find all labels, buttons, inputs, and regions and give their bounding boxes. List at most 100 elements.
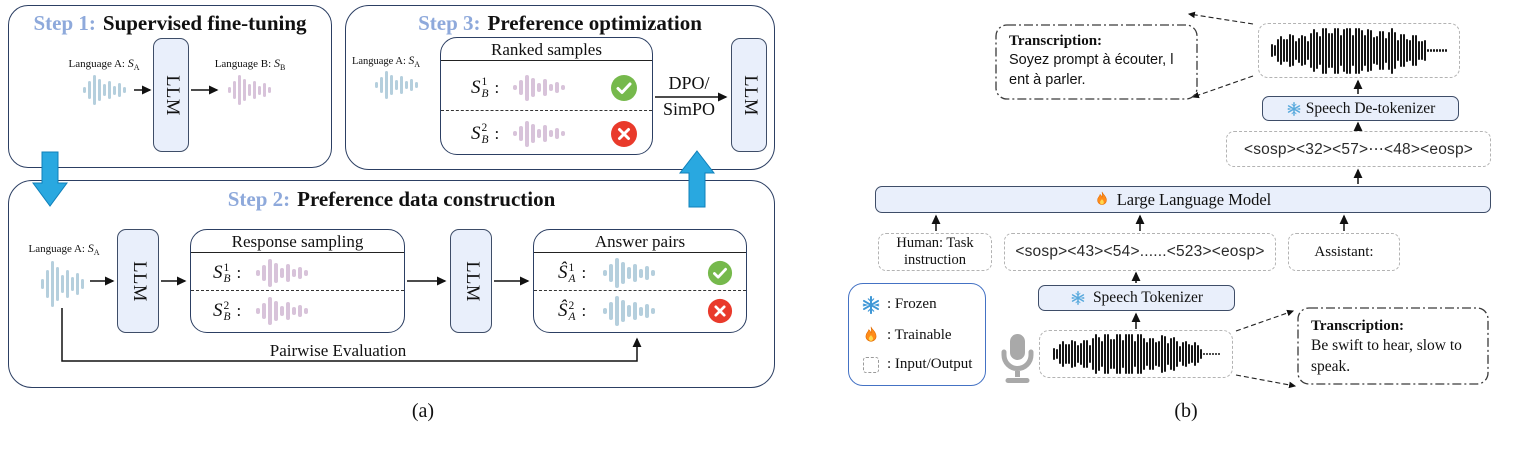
step1-llm-box: LLM <box>153 38 189 152</box>
legend-input-output: : Input/Output <box>859 356 985 373</box>
snowflake-icon <box>1070 291 1086 305</box>
waveform-icon <box>507 74 571 101</box>
step2-title-text: Preference data construction <box>297 187 556 211</box>
waveform-icon <box>221 75 277 105</box>
output-transcription-box: Transcription: Soyez prompt à écouter, l… <box>996 25 1197 99</box>
large-language-model-box: Large Language Model <box>875 186 1491 213</box>
transcription-title: Transcription: <box>1009 33 1103 49</box>
waveform-icon <box>594 296 664 326</box>
method-simpo-label: SimPO <box>662 99 716 119</box>
dashed-box-icon <box>859 356 883 373</box>
waveform-icon <box>249 259 315 287</box>
output-tokens-box: <sosp><32><57>⋯<48><eosp> <box>1226 131 1491 167</box>
speech-tokenizer-label: Speech Tokenizer <box>1092 289 1204 306</box>
output-tokens-text: <sosp><32><57>⋯<48><eosp> <box>1243 140 1474 158</box>
snowflake-icon <box>1286 101 1302 116</box>
pairwise-evaluation-label: Pairwise Evaluation <box>269 341 407 360</box>
step2-llm2-box: LLM <box>450 229 492 333</box>
ranked-samples-title: Ranked samples <box>441 38 652 61</box>
step2-label: Step 2: <box>227 187 291 211</box>
assistant-box: Assistant: <box>1288 233 1400 271</box>
method-dpo-label: DPO/ <box>668 73 710 93</box>
cross-icon <box>610 120 638 148</box>
speech-tokenizer-box: Speech Tokenizer <box>1038 285 1235 311</box>
step2-llm1-box: LLM <box>117 229 159 333</box>
flame-icon <box>1095 191 1110 208</box>
human-instruction-line2: instruction <box>903 252 966 268</box>
transcription-text-line1: Soyez prompt à écouter, l <box>1009 52 1174 69</box>
step3-title-text: Preference optimization <box>487 11 702 35</box>
llm-label: LLM <box>128 260 149 302</box>
llm-label: LLM <box>739 74 760 116</box>
row-divider <box>191 290 404 291</box>
waveform-icon <box>370 71 422 99</box>
step3-title: Step 3:Preference optimization <box>346 11 774 36</box>
waveform-icon <box>36 261 88 307</box>
output-speech-box <box>1258 23 1460 78</box>
step1-output-label: Language B: SB <box>214 56 286 73</box>
waveform-icon <box>594 258 664 288</box>
callout-line-output-top <box>1187 11 1254 25</box>
flame-icon <box>859 326 883 345</box>
speech-detokenizer-box: Speech De-tokenizer <box>1262 96 1459 121</box>
callout-line-input-top <box>1235 309 1295 332</box>
caption-b: (b) <box>1174 400 1198 422</box>
row-divider <box>441 110 652 111</box>
callout-line-input-bottom <box>1235 374 1297 389</box>
input-speech-box <box>1039 330 1233 378</box>
input-transcription-box: Transcription: Be swift to hear, slow to… <box>1298 308 1488 384</box>
transcription-text-line2: speak. <box>1311 358 1351 376</box>
row-divider <box>534 290 746 291</box>
microphone-icon <box>997 333 1037 383</box>
step1-input-label: Language A: SA <box>68 56 140 73</box>
callout-line-output-bottom <box>1191 75 1254 99</box>
waveform-icon <box>249 297 315 325</box>
waveform-icon <box>507 120 571 147</box>
caption-a: (a) <box>411 400 435 422</box>
snowflake-icon <box>859 295 883 314</box>
step2-title: Step 2:Preference data construction <box>9 187 774 212</box>
step1-title: Step 1:Supervised fine-tuning <box>9 11 331 36</box>
large-language-model-label: Large Language Model <box>1116 189 1272 209</box>
legend-trainable: : Trainable <box>859 326 985 345</box>
input-tokens-text: <sosp><43><54>......<523><eosp> <box>1015 243 1265 260</box>
transcription-text-line2: ent à parler. <box>1009 71 1086 88</box>
step1-title-text: Supervised fine-tuning <box>102 11 307 35</box>
step1-label: Step 1: <box>33 11 96 35</box>
transcription-title: Transcription: <box>1311 318 1405 334</box>
legend-box: : Frozen : Trainable : Input/Output <box>848 283 986 386</box>
step3-label: Step 3: <box>418 11 481 35</box>
cross-icon <box>707 298 733 324</box>
check-icon <box>707 260 733 286</box>
response-sampling-title: Response sampling <box>191 230 404 253</box>
speech-detokenizer-label: Speech De-tokenizer <box>1305 99 1436 117</box>
speech-waveform-icon <box>1048 334 1224 374</box>
input-tokens-box: <sosp><43><54>......<523><eosp> <box>1004 233 1276 271</box>
llm-label: LLM <box>161 74 182 116</box>
step2-input-label: Language A: SA <box>28 241 100 258</box>
legend-frozen: : Frozen <box>859 295 985 314</box>
waveform-icon <box>76 75 132 105</box>
assistant-label: Assistant: <box>1314 243 1374 260</box>
answer-pairs-title: Answer pairs <box>534 230 746 253</box>
transcription-text-line1: Be swift to hear, slow to <box>1311 337 1462 355</box>
human-instruction-box: Human: Task instruction <box>878 233 992 271</box>
llm-label: LLM <box>461 260 482 302</box>
human-instruction-line1: Human: Task <box>896 234 974 251</box>
check-icon <box>610 74 638 102</box>
